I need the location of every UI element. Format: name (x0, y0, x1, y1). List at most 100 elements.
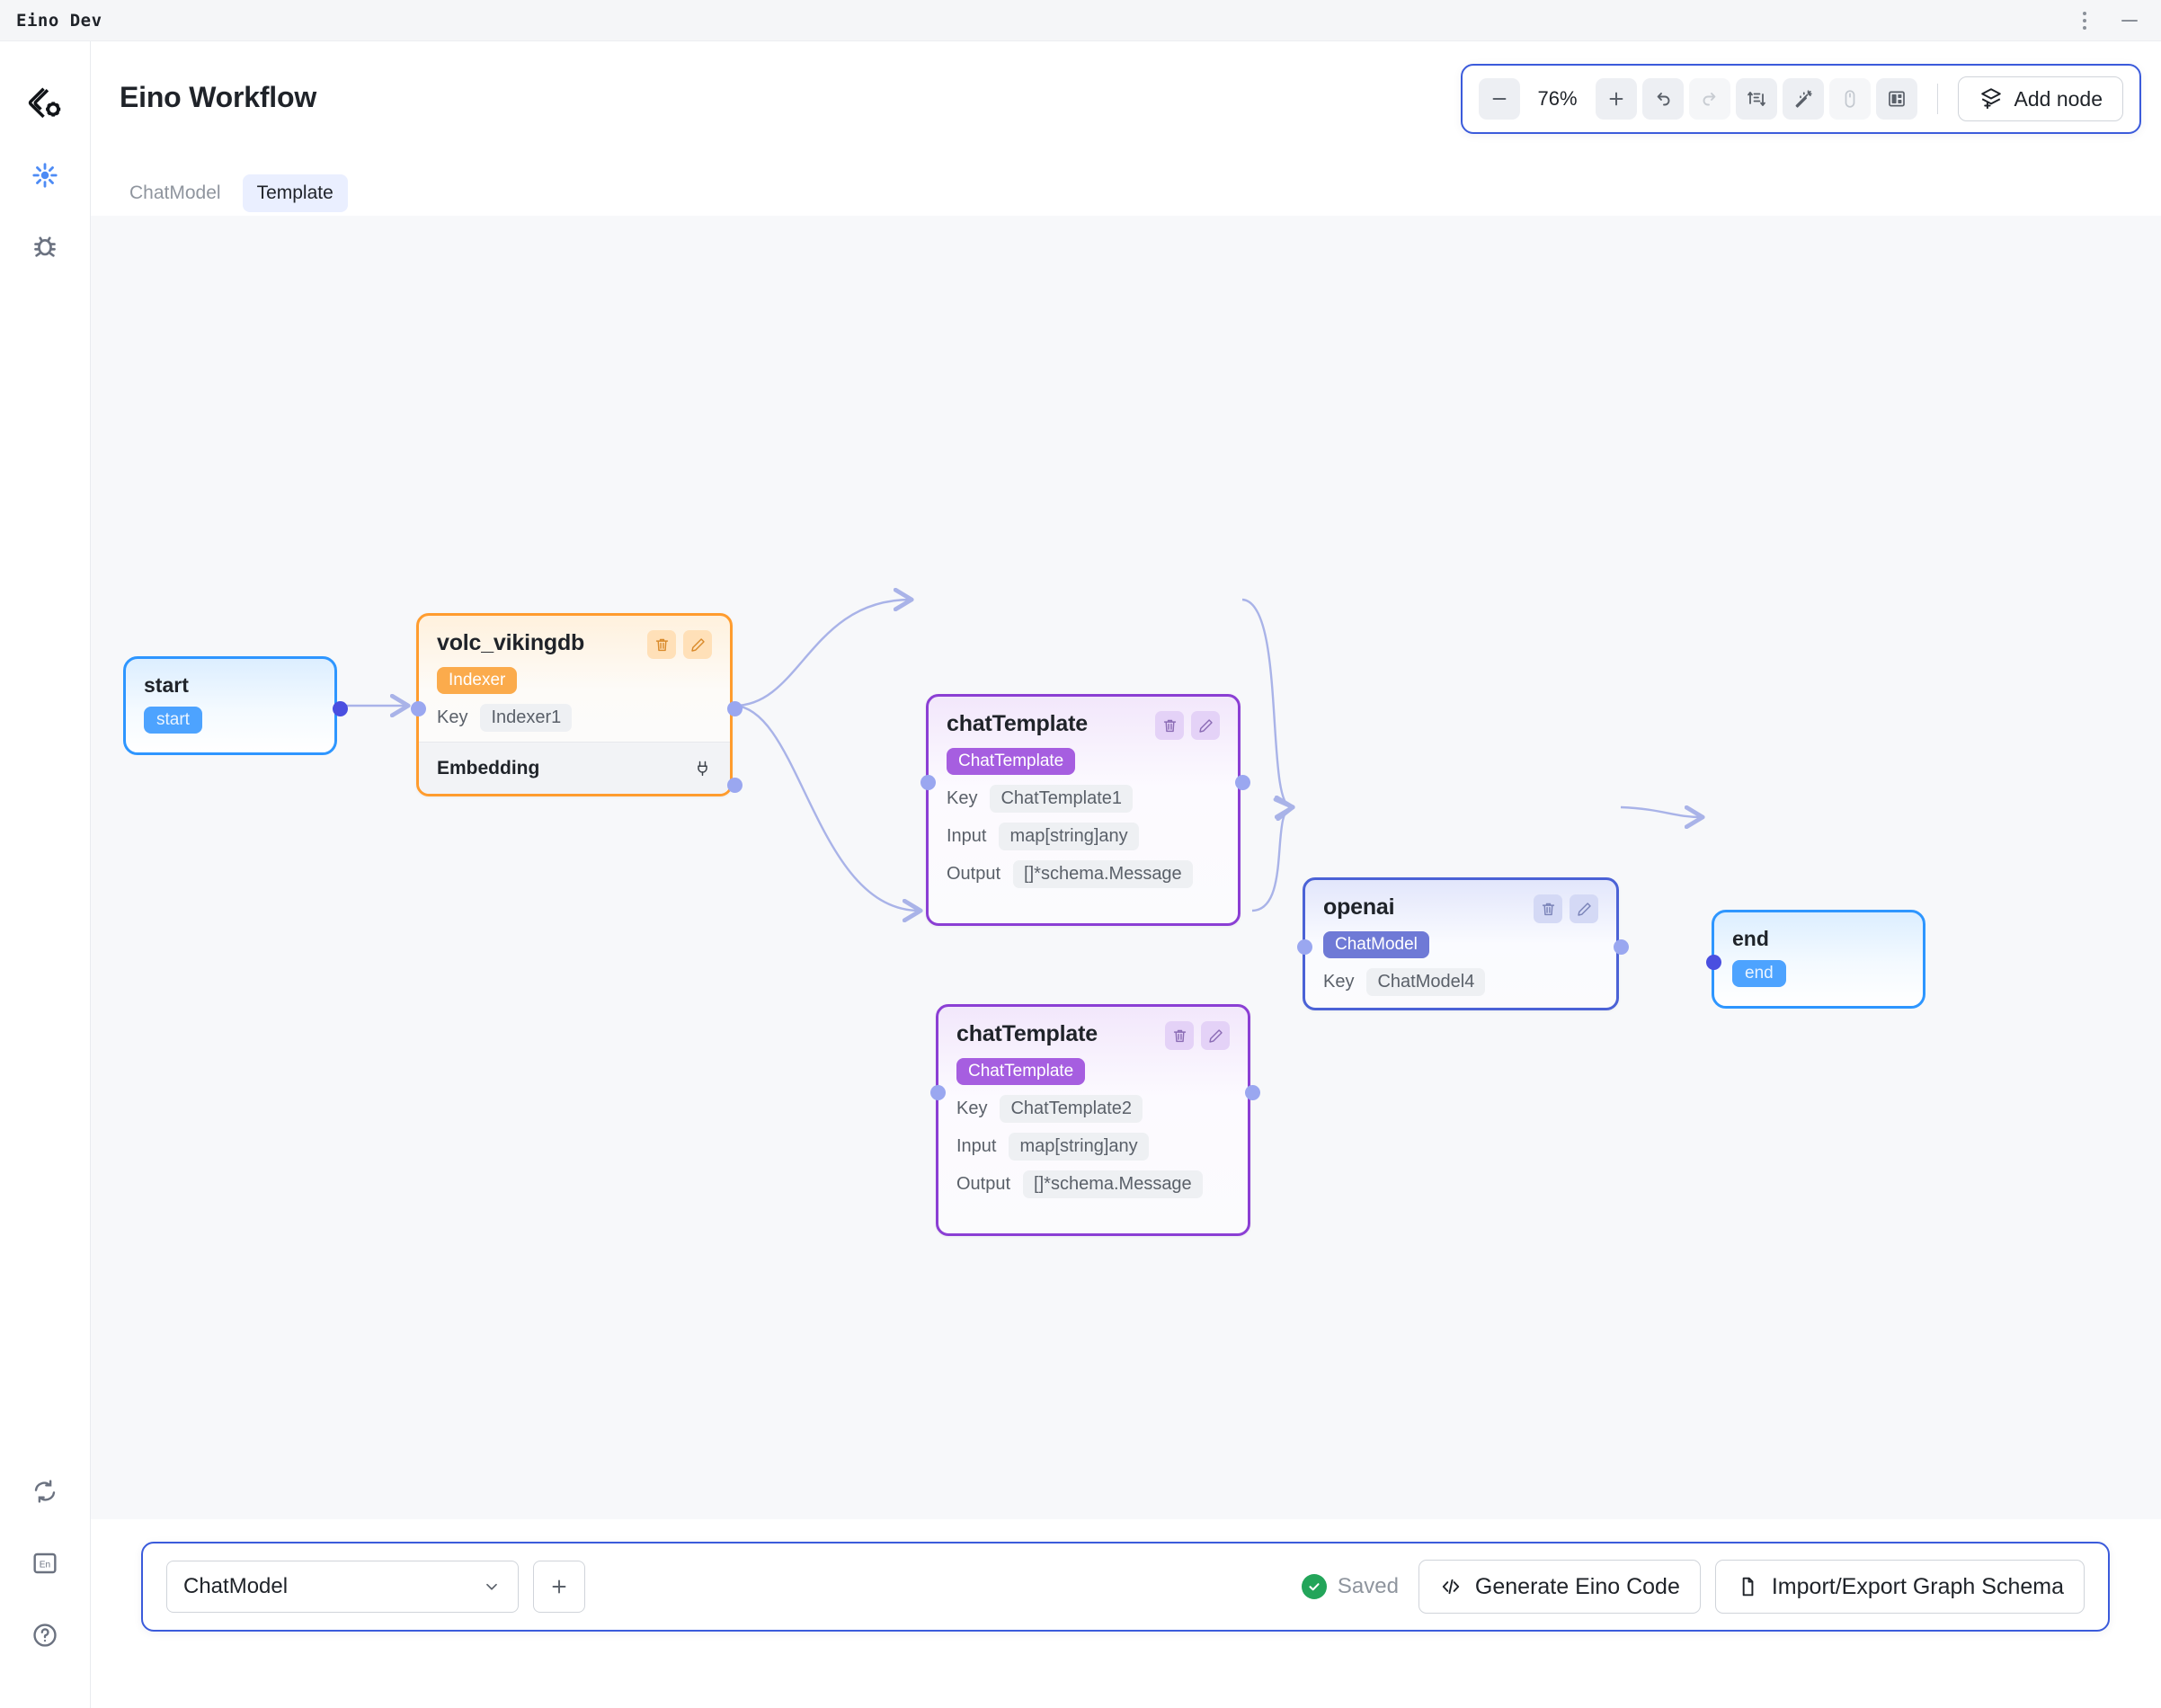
code-icon (1439, 1575, 1463, 1598)
node-title: start (144, 673, 189, 697)
eino-logo-icon (23, 83, 67, 126)
node-openai[interactable]: openai ChatModel Key ChatModel4 (1297, 877, 1629, 1010)
node-chattemplate-1[interactable]: chatTemplate ChatTemplate Key ChatTempla… (920, 694, 1250, 926)
field-label: Input (947, 826, 987, 846)
auto-layout-icon[interactable] (1735, 78, 1777, 120)
handle-source[interactable] (727, 701, 743, 716)
trash-icon[interactable] (1165, 1021, 1194, 1050)
field-value: ChatModel4 (1366, 968, 1486, 996)
bottom-bar: ChatModel Saved Generate Eino Code (141, 1542, 2110, 1632)
magic-wand-icon[interactable] (1782, 78, 1824, 120)
add-component-button[interactable] (533, 1561, 585, 1613)
sidebar-item-language[interactable]: En (24, 1543, 66, 1584)
app-name: Eino Dev (16, 10, 102, 31)
node-end[interactable]: end end (1706, 910, 1925, 1009)
canvas-toolbar: 76% (1460, 64, 2141, 134)
minimap-icon[interactable] (1875, 78, 1917, 120)
svg-text:En: En (40, 1560, 50, 1570)
field-value: []*schema.Message (1013, 860, 1193, 888)
left-sidebar: En (0, 41, 91, 1708)
field-label: Output (956, 1174, 1011, 1194)
pencil-icon[interactable] (1570, 894, 1598, 923)
trash-icon[interactable] (1534, 894, 1562, 923)
add-node-label: Add node (2014, 86, 2103, 111)
chevron-down-icon (482, 1577, 502, 1597)
page-title: Eino Workflow (120, 81, 317, 113)
zoom-in-button[interactable] (1595, 78, 1637, 120)
handle-source[interactable] (1235, 775, 1250, 790)
plus-icon (548, 1576, 570, 1597)
check-circle-icon (1301, 1574, 1327, 1599)
handle-source[interactable] (1245, 1085, 1260, 1100)
node-field-output: Output []*schema.Message (956, 1170, 1230, 1198)
tab-chatmodel[interactable]: ChatModel (129, 182, 221, 203)
sidebar-item-refresh[interactable] (24, 1471, 66, 1512)
import-export-schema-button[interactable]: Import/Export Graph Schema (1714, 1560, 2085, 1614)
node-field-key: Key ChatTemplate2 (956, 1095, 1230, 1123)
field-value: ChatTemplate1 (990, 785, 1133, 813)
select-value: ChatModel (183, 1574, 289, 1598)
node-field-output: Output []*schema.Message (947, 860, 1220, 888)
field-value: ChatTemplate2 (1000, 1095, 1143, 1123)
tab-bar: ChatModel Template (115, 174, 348, 212)
minimize-icon[interactable] (2118, 9, 2141, 32)
field-label: Key (1323, 972, 1355, 992)
pencil-icon[interactable] (1201, 1021, 1230, 1050)
field-value: []*schema.Message (1023, 1170, 1203, 1198)
node-badge: ChatTemplate (947, 748, 1076, 775)
pencil-icon[interactable] (683, 630, 712, 659)
kebab-menu-icon[interactable] (2075, 9, 2094, 32)
handle-target[interactable] (411, 701, 426, 716)
field-label: Output (947, 864, 1001, 884)
redo-icon (1688, 78, 1730, 120)
handle-target[interactable] (1706, 955, 1721, 970)
generate-eino-code-button[interactable]: Generate Eino Code (1418, 1560, 1701, 1614)
pencil-icon[interactable] (1191, 711, 1220, 740)
handle-target[interactable] (920, 775, 936, 790)
toolbar-divider (1936, 84, 1938, 114)
status-label: Saved (1337, 1574, 1399, 1598)
trash-icon[interactable] (647, 630, 676, 659)
trash-icon[interactable] (1155, 711, 1184, 740)
component-type-select[interactable]: ChatModel (166, 1561, 519, 1613)
add-layers-icon (1979, 86, 2004, 111)
handle-target[interactable] (930, 1085, 946, 1100)
node-title: chatTemplate (947, 711, 1088, 736)
handle-source[interactable] (333, 701, 348, 716)
undo-icon[interactable] (1641, 78, 1684, 120)
node-chattemplate-2[interactable]: chatTemplate ChatTemplate Key ChatTempla… (930, 1004, 1260, 1236)
document-icon (1736, 1575, 1759, 1598)
plug-icon (693, 759, 712, 778)
mouse-pointer-icon[interactable] (1828, 78, 1871, 120)
workflow-canvas[interactable]: start start volc_vikingdb Inde (91, 216, 2161, 1519)
bottom-actions: Saved Generate Eino Code Import/Export G… (1301, 1560, 2085, 1614)
node-title: end (1732, 927, 1769, 950)
import-export-label: Import/Export Graph Schema (1771, 1573, 2064, 1599)
node-chip: end (1732, 960, 1786, 987)
handle-source[interactable] (1614, 939, 1629, 955)
node-volc-vikingdb[interactable]: volc_vikingdb Indexer Key Indexer1 (411, 613, 743, 796)
tab-template[interactable]: Template (242, 174, 348, 212)
node-badge: ChatTemplate (956, 1058, 1086, 1085)
zoom-out-button[interactable] (1478, 78, 1520, 120)
node-start[interactable]: start start (123, 656, 348, 755)
field-label: Key (947, 788, 978, 808)
window-controls (2075, 9, 2141, 32)
node-title: openai (1323, 894, 1395, 920)
generate-label: Generate Eino Code (1474, 1573, 1680, 1599)
sidebar-item-help[interactable] (24, 1615, 66, 1656)
handle-source-embedding[interactable] (727, 778, 743, 793)
title-bar: Eino Dev (0, 0, 2161, 41)
field-value: map[string]any (1009, 1133, 1149, 1161)
sidebar-item-graph[interactable] (24, 155, 66, 196)
footer-label: Embedding (437, 757, 540, 778)
node-field-key: Key ChatModel4 (1323, 968, 1598, 996)
zoom-level[interactable]: 76% (1537, 87, 1578, 110)
sidebar-item-debug[interactable] (24, 225, 66, 266)
node-footer-embedding[interactable]: Embedding (419, 742, 730, 794)
handle-target[interactable] (1297, 939, 1312, 955)
field-label: Input (956, 1136, 997, 1156)
field-value: Indexer1 (480, 704, 573, 732)
field-label: Key (956, 1099, 988, 1118)
add-node-button[interactable]: Add node (1957, 76, 2123, 121)
